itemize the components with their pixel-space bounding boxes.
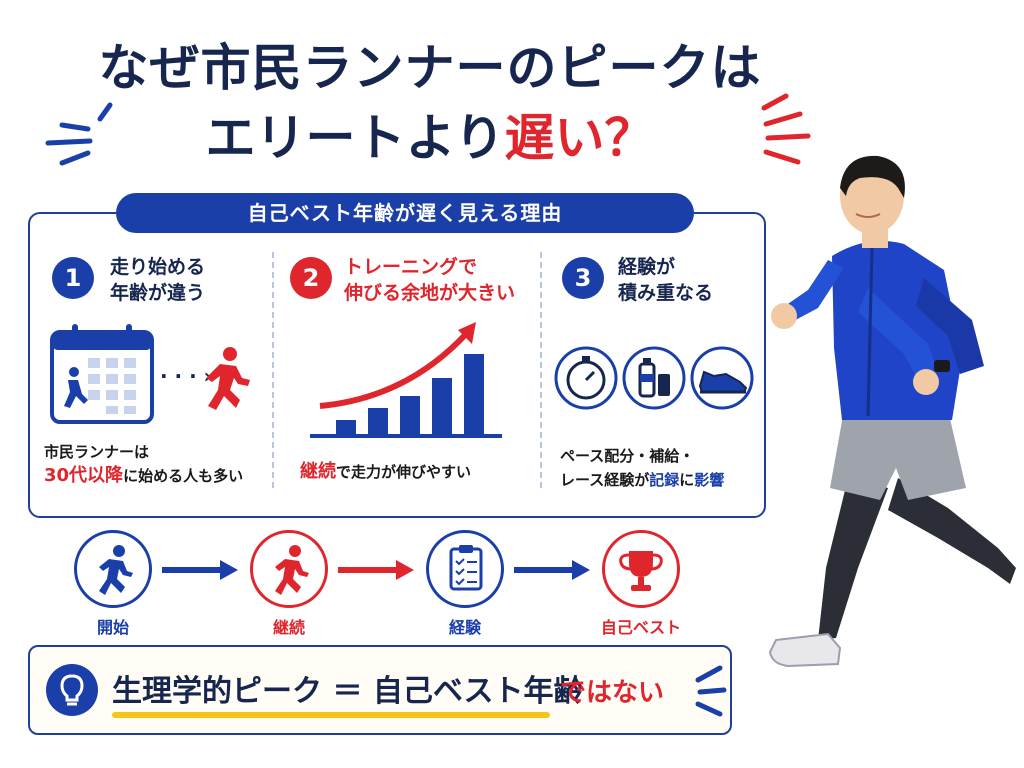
caption-highlight: 継続: [300, 461, 336, 482]
conclusion-accent: ではない: [560, 678, 665, 708]
lightbulb-badge: [46, 664, 98, 716]
caption-line: 市民ランナーは: [44, 443, 150, 461]
caption-line: ペース配分・補給・: [560, 447, 695, 465]
conclusion-box: [28, 645, 732, 735]
caption-text: に: [679, 471, 695, 489]
caption-text: で走力が伸びやすい: [336, 463, 472, 481]
accent-burst-icon: [695, 665, 727, 717]
reasons-banner: 自己ベスト年齢が遅く見える理由: [116, 193, 694, 233]
runner-icon: [99, 545, 133, 595]
flow-step-continue: [250, 530, 328, 608]
stopwatch-icon: [554, 346, 618, 410]
reason-heading-2: トレーニングで 伸びる余地が大きい: [344, 254, 515, 306]
reason-caption-3: ペース配分・補給・ レース経験が記録に影響: [560, 444, 724, 492]
runner-icon: [206, 347, 250, 410]
right-burst-icon: [761, 93, 811, 165]
caption-highlight: 記録: [649, 471, 680, 489]
reason-heading-line: 伸びる余地が大きい: [344, 282, 516, 304]
reason-number-3: 3: [562, 257, 604, 299]
flow-step-experience: [426, 530, 504, 608]
arrow-right-icon: [514, 560, 590, 580]
reason-number-2: 2: [290, 257, 332, 299]
flow-label: 継続: [272, 618, 305, 637]
arrow-right-icon: [338, 560, 414, 580]
page-title-line2: エリートより遅い？: [130, 98, 730, 170]
reason-caption-2: 継続で走力が伸びやすい: [300, 460, 471, 484]
flow-label: 経験: [448, 618, 481, 637]
reason-heading-line: 経験が: [618, 256, 676, 278]
flow-label: 開始: [96, 618, 129, 637]
reason-number-1: 1: [52, 257, 94, 299]
flow-label: 自己ベスト: [600, 618, 682, 637]
flow-step-personal-best: [602, 530, 680, 608]
column-divider: [540, 252, 542, 488]
runner-illustration: [768, 155, 1016, 668]
lightbulb-icon: [60, 674, 84, 706]
clipboard-icon: [449, 545, 483, 591]
caption-text: レース経験が: [560, 471, 650, 489]
reason-heading-line: 年齢が違う: [110, 282, 206, 304]
page-title-line1: なぜ市民ランナーのピークは: [98, 39, 762, 97]
runner-icon: [275, 545, 309, 595]
reason-heading-line: 走り始める: [110, 256, 206, 278]
reason-heading-1: 走り始める 年齢が違う: [110, 254, 205, 306]
dots-arrow-icon: · · · ›: [160, 364, 212, 388]
conclusion-text: 生理学的ピーク ＝ 自己ベスト年齢: [112, 674, 584, 709]
title-accent: 遅い？: [504, 109, 655, 167]
caption-highlight: 30代以降: [44, 465, 124, 486]
reason-caption-1: 市民ランナーは 30代以降に始める人も多い: [44, 440, 243, 488]
calendar-icon: [50, 324, 154, 424]
growth-chart-icon: [310, 322, 502, 438]
column-divider: [272, 252, 274, 488]
flow-step-start: [74, 530, 152, 608]
caption-text: に: [123, 467, 139, 485]
highlight-underline: [112, 712, 550, 718]
left-burst-icon: [45, 102, 113, 166]
drink-bottle-icon: [622, 346, 686, 410]
reason-heading-3: 経験が 積み重なる: [618, 254, 713, 306]
running-shoe-icon: [690, 346, 754, 410]
arrow-right-icon: [162, 560, 238, 580]
trophy-icon: [619, 551, 663, 591]
caption-highlight: 影響: [694, 471, 725, 489]
reason-heading-line: トレーニングで: [344, 256, 478, 278]
reason-heading-line: 積み重なる: [618, 282, 714, 304]
caption-text: 始める人も多い: [138, 467, 244, 485]
title-main: エリートより: [205, 109, 505, 167]
